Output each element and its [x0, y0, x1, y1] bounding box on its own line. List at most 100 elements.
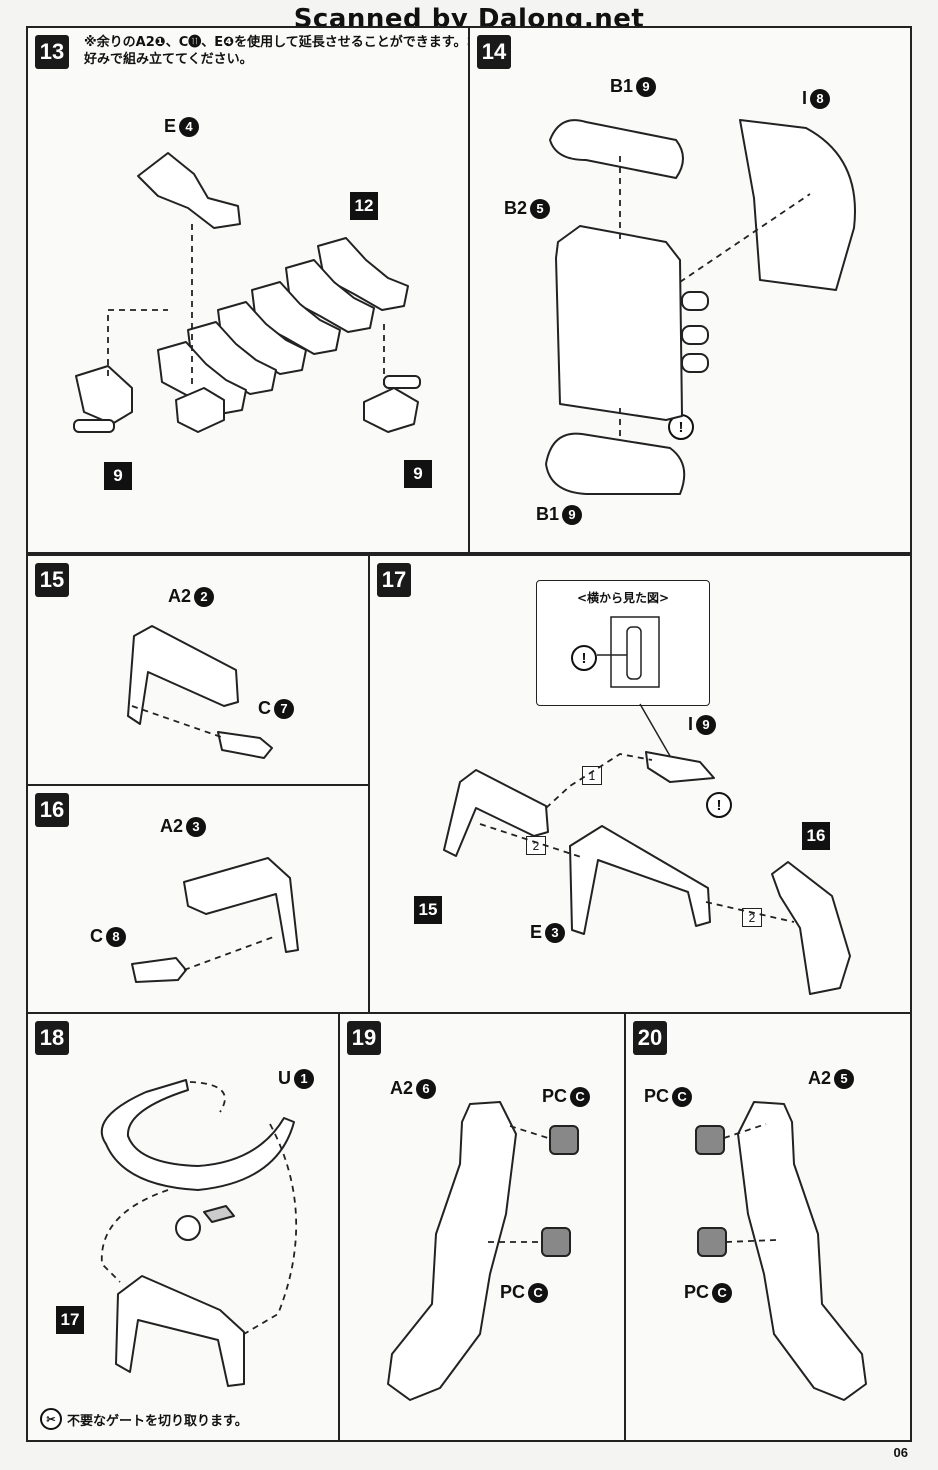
side-view-callout	[639, 703, 671, 757]
part-i9-label: I 9	[688, 714, 717, 735]
step-19-badge: 19	[347, 1021, 381, 1055]
pc-bottom-text-20: PC	[684, 1282, 710, 1302]
step-17-panel: 17 <横から見た図> ! I 9 ! E 3 15 16 1 2 2	[368, 554, 912, 1014]
part-b1-top-letter: B1	[610, 76, 634, 96]
b2-port-3	[681, 353, 709, 373]
part-c8-shape	[131, 957, 187, 983]
part-a2-2-number: 2	[194, 586, 215, 607]
pc-bottom-text: PC	[500, 1282, 526, 1302]
step-17-badge: 17	[377, 563, 411, 597]
pc-bottom-label-20: PC C	[684, 1282, 733, 1303]
part-a2-5-letter: A2	[808, 1068, 832, 1088]
guide-17-2b	[705, 901, 795, 923]
b2-port-2	[681, 325, 709, 345]
part-a2-6-letter: A2	[390, 1078, 414, 1098]
part-a2-6-shape	[387, 1101, 517, 1401]
part-a2-5-shape	[737, 1101, 867, 1401]
part-a2-3-label: A2 3	[160, 816, 207, 837]
b2-port-1	[681, 291, 709, 311]
step-16-badge: 16	[35, 793, 69, 827]
step-15-panel: 15 A2 2 C 7	[26, 554, 370, 786]
part-a2-2-shape	[127, 625, 239, 725]
step-13-panel: 13 ※余りのA2❶、C⓫、E❹を使用して延長させることができます。お好みで組み…	[26, 26, 470, 554]
ref-step-15: 15	[414, 896, 442, 924]
part-b1-bottom-shape	[545, 432, 686, 495]
step-indicator-2b: 2	[742, 908, 762, 927]
guide-17-1	[545, 753, 653, 809]
part-b2-number: 5	[530, 198, 551, 219]
guide-18-left	[100, 1189, 169, 1283]
part-17-assembly	[115, 1275, 245, 1387]
pc-top-shape	[549, 1125, 579, 1155]
side-view-warning-icon: !	[571, 645, 597, 671]
step-20-badge: 20	[633, 1021, 667, 1055]
cut-icon-circle	[175, 1215, 201, 1241]
part-15-assembly	[443, 769, 549, 857]
cut-gate-marker	[203, 1205, 235, 1223]
step-13-badge: 13	[35, 35, 69, 69]
part-a2-2-letter: A2	[168, 586, 192, 606]
side-view-box: <横から見た図> !	[536, 580, 710, 706]
side-view-diagram	[597, 616, 660, 688]
part-i9-shape	[645, 751, 715, 783]
pc-bottom-shape	[541, 1227, 571, 1257]
guide-line-left	[107, 309, 168, 376]
step-16-panel: 16 A2 3 C 8	[26, 784, 370, 1014]
chain-piece-6	[157, 341, 247, 415]
part-b1-bottom-label: B1 9	[536, 504, 583, 525]
page-number: 06	[893, 1445, 908, 1460]
guide-c7	[131, 705, 225, 739]
part-e3-label: E 3	[530, 922, 566, 943]
part-c7-letter: C	[258, 698, 271, 718]
pc-top-number: C	[570, 1086, 591, 1107]
guide-right	[679, 193, 811, 283]
part-u1-number: 1	[294, 1068, 314, 1089]
part-u1-letter: U	[278, 1068, 291, 1088]
part-a2-6-number: 6	[416, 1078, 437, 1099]
part-i9-warning-icon: !	[706, 792, 732, 818]
part-a2-5-label: A2 5	[808, 1068, 855, 1089]
guide-18-top	[189, 1081, 226, 1113]
ref-step-16: 16	[802, 822, 830, 850]
part-u1-shape	[100, 1079, 295, 1191]
part-i8-shape	[739, 119, 856, 291]
part-c7-number: 7	[274, 698, 294, 719]
part-e3-shape	[569, 825, 711, 935]
peg-right	[383, 375, 421, 389]
joint-center	[175, 387, 225, 433]
part-b1-top-number: 9	[636, 76, 657, 97]
step-13-diagram	[73, 152, 421, 433]
side-view-title: <横から見た図>	[576, 591, 670, 605]
step-18-footnote: ✂ 不要なゲートを切り取ります。	[40, 1408, 248, 1430]
pc-top-shape-20	[695, 1125, 725, 1155]
joint-right	[363, 387, 419, 433]
ref-step-17: 17	[56, 1306, 84, 1334]
part-u1-label: U 1	[278, 1068, 314, 1089]
part-a2-2-label: A2 2	[168, 586, 215, 607]
part-e3-number: 3	[545, 922, 566, 943]
pc-bottom-shape-20	[697, 1227, 727, 1257]
part-b1-bottom-letter: B1	[536, 504, 560, 524]
part-a2-6-label: A2 6	[390, 1078, 437, 1099]
pc-top-text: PC	[542, 1086, 568, 1106]
part-i8-label: I 8	[802, 88, 831, 109]
step-14-diagram	[545, 119, 856, 495]
step-indicator-1: 1	[582, 766, 602, 785]
part-b1-top-label: B1 9	[610, 76, 657, 97]
part-e4-number: 4	[179, 116, 200, 137]
part-b2-label: B2 5	[504, 198, 551, 219]
pc-top-label-20: PC C	[644, 1086, 693, 1107]
pc-top-number-20: C	[672, 1086, 693, 1107]
part-16-assembly	[771, 861, 851, 995]
part-e4-shape	[137, 152, 241, 229]
step-19-panel: 19 A2 6 PC C PC C	[338, 1012, 626, 1442]
step-15-diagram	[127, 625, 273, 759]
part-c8-label: C 8	[90, 926, 126, 947]
step-14-badge: 14	[477, 35, 511, 69]
part-i8-number: 8	[810, 88, 831, 109]
step-18-badge: 18	[35, 1021, 69, 1055]
ref-step-12: 12	[350, 192, 378, 220]
part-e4-letter: E	[164, 116, 177, 136]
step-19-diagram	[387, 1101, 579, 1401]
part-b1-top-shape	[549, 119, 684, 179]
